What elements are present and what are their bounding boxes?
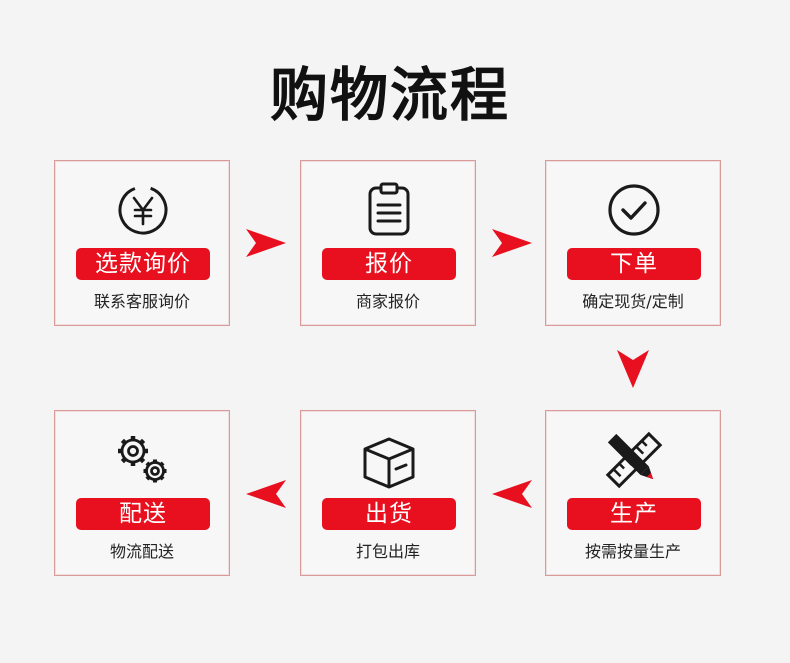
- step-select-inquire: 选款询价 联系客服询价: [54, 160, 230, 326]
- step-quote: 报价 商家报价: [300, 160, 476, 326]
- gears-icon: [109, 429, 177, 491]
- step-label: 配送: [76, 498, 210, 530]
- package-box-icon: [355, 429, 423, 491]
- step-description: 打包出库: [355, 542, 420, 561]
- clipboard-icon: [355, 179, 423, 241]
- step-ship-out: 出货 打包出库: [300, 410, 476, 576]
- step-order: 下单 确定现货/定制: [545, 160, 721, 326]
- step-description: 物流配送: [109, 542, 174, 561]
- right-arrow-icon: [244, 223, 288, 263]
- left-arrow-icon: [244, 474, 288, 514]
- step-label: 出货: [322, 498, 456, 530]
- step-label: 下单: [567, 248, 701, 280]
- step-description: 商家报价: [355, 292, 420, 311]
- step-production: 生产 按需按量生产: [545, 410, 721, 576]
- check-circle-icon: [600, 179, 668, 241]
- page-title: 购物流程: [269, 61, 510, 129]
- step-label: 报价: [322, 248, 456, 280]
- right-arrow-icon: [490, 223, 534, 263]
- step-description: 按需按量生产: [584, 542, 681, 561]
- pencil-ruler-icon: [600, 429, 668, 491]
- step-description: 联系客服询价: [93, 292, 190, 311]
- step-label: 生产: [567, 498, 701, 530]
- step-label: 选款询价: [76, 248, 210, 280]
- left-arrow-icon: [490, 474, 534, 514]
- yen-coin-icon: [109, 179, 177, 241]
- step-description: 确定现货/定制: [582, 292, 684, 311]
- step-delivery: 配送 物流配送: [54, 410, 230, 576]
- down-arrow-icon: [611, 348, 655, 388]
